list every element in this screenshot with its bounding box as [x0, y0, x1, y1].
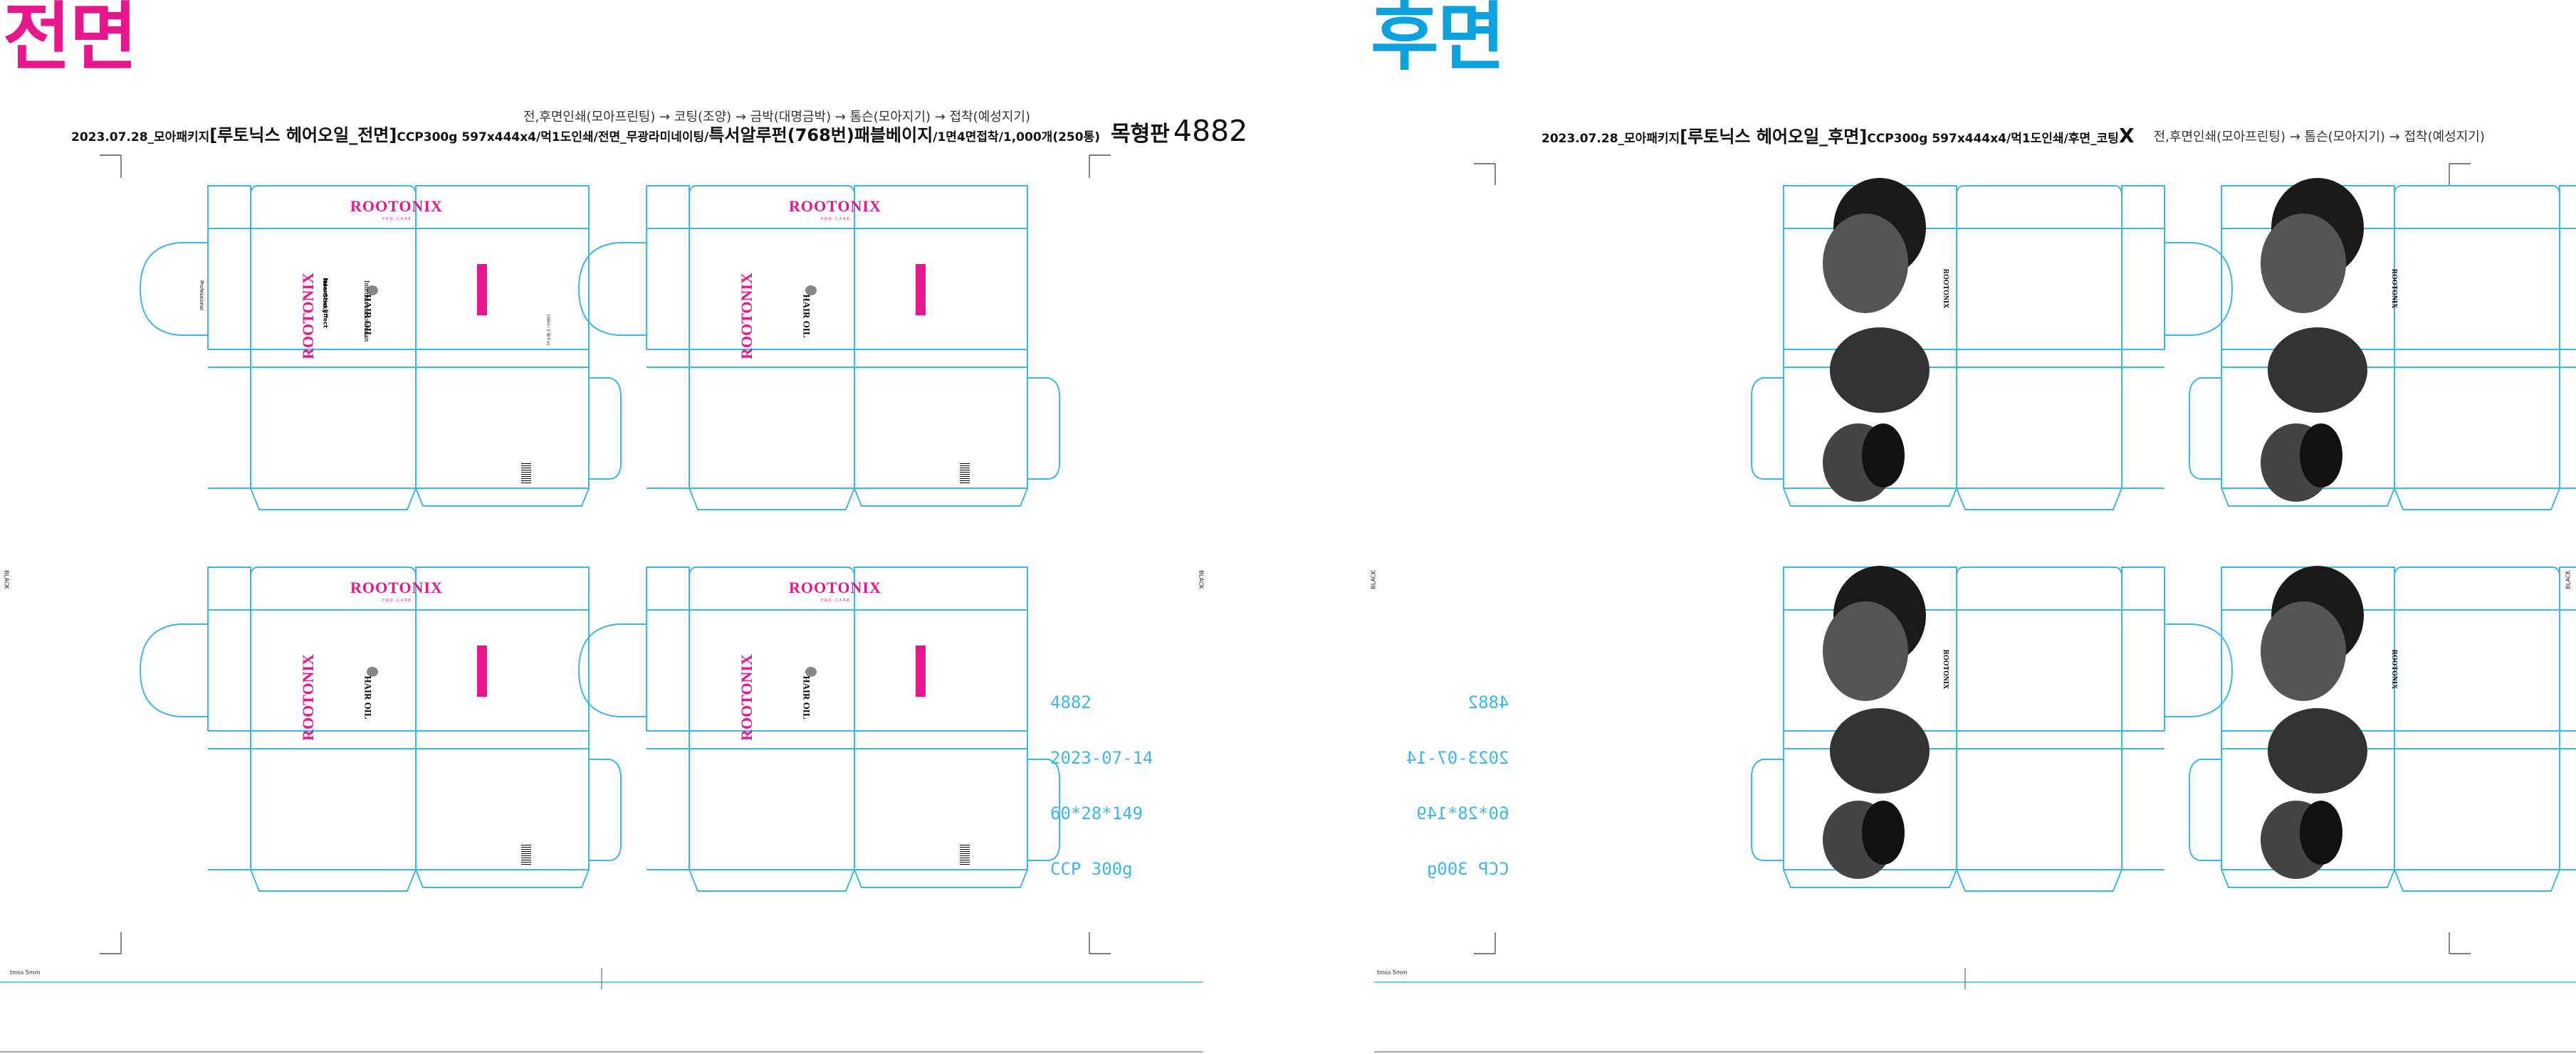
- front-spec-foil: 특서알루펀(768번)패블베이지: [708, 125, 933, 145]
- top-brand-sub: PRO-CARE: [382, 217, 412, 221]
- front-spec-line: 2023.07.28_모아패키지[루토닉스 헤어오일_전면]CCP300g 59…: [71, 114, 1247, 148]
- back-hair-photos: [1823, 178, 2367, 879]
- top-brand-logo: ROOTONIX: [350, 579, 443, 596]
- front-die-spec-date: 2023-07-14: [1050, 748, 1153, 768]
- back-flap-brand-2: ROOTONIX: [2390, 268, 2399, 309]
- vertical-brand-logo: ROOTONIX: [298, 654, 317, 741]
- front-side-title: 전면: [3, 0, 137, 80]
- product-name-line2: HAIR OIL: [801, 675, 812, 720]
- back-spec-paper: CCP300g 597x444x4/먹1도인쇄/후면_코팅: [1867, 132, 2119, 146]
- front-die-spec-size: 60*28*149: [1050, 803, 1143, 823]
- front-die-specs: 4882 2023-07-14 60*28*149 CCP 300g: [1050, 656, 1153, 897]
- front-bottom-label: tmss 5mm: [10, 969, 41, 976]
- back-die-spec-number: 4882: [1467, 692, 1509, 712]
- top-brand-sub: PRO-CARE: [821, 599, 851, 603]
- front-box-2: ROOTONIX PRO-CARE ROOTONIX HAIR OIL: [646, 186, 1027, 527]
- back-crop-marks: [1474, 163, 2471, 954]
- back-die-spec-size: 60*28*149: [1416, 803, 1509, 823]
- front-die-spec-number: 4882: [1050, 692, 1091, 712]
- volume-label: 100ml / 3.38 fl.oz.: [545, 314, 550, 347]
- vertical-brand-logo: ROOTONIX: [298, 273, 317, 359]
- damaged-hair-badge: [916, 645, 926, 697]
- top-brand-logo: ROOTONIX: [789, 197, 881, 215]
- front-spec-product: [루토닉스 헤어오일_전면]: [209, 125, 397, 145]
- leaf-icon: [367, 667, 378, 677]
- front-spec-date: 2023.07.28_모아패키지: [71, 130, 210, 144]
- vertical-brand-logo: ROOTONIX: [737, 273, 755, 359]
- product-name-line2: HAIR OIL: [362, 675, 374, 720]
- front-spec-die-label: 목형판: [1111, 122, 1170, 147]
- vertical-tag-line2: Intensive Effect: [322, 278, 329, 328]
- product-name-line2: HAIR OIL: [801, 294, 812, 338]
- damaged-hair-badge: [477, 264, 487, 315]
- top-brand-sub: PRO-CARE: [382, 599, 412, 603]
- top-brand-logo: ROOTONIX: [789, 579, 881, 596]
- barcode: [521, 463, 531, 483]
- back-bottom-label: tmss 5mm: [1377, 969, 1408, 976]
- front-process-line: 전,후면인쇄(모아프린팅) → 코팅(조양) → 금박(대명금박) → 톰슨(모…: [523, 110, 1030, 125]
- leaf-icon: [367, 285, 378, 295]
- front-box-3: ROOTONIX PRO-CARE ROOTONIX HAIR OIL: [208, 567, 589, 909]
- barcode: [521, 845, 531, 865]
- back-die-spec-paper: CCP 300g: [1426, 859, 1509, 879]
- barcode: [960, 845, 970, 865]
- front-spec-qty: /1면4면접착/1,000개(250통): [933, 130, 1100, 144]
- leaf-icon: [805, 285, 817, 295]
- back-dieline-4: [2189, 566, 2576, 892]
- front-box-1: ROOTONIX PRO-CARE ROOTONIX Non-Sticky In…: [199, 186, 589, 527]
- back-spec-date: 2023.07.28_모아패키지: [1541, 132, 1680, 146]
- back-spec-line: 2023.07.28_모아패키지[루토닉스 헤어오일_후면]CCP300g 59…: [1541, 122, 2485, 147]
- damaged-hair-badge: [477, 645, 487, 697]
- back-die-specs: 4882 2023-07-14 60*28*149 CCP 300g: [1406, 656, 1509, 897]
- front-box-4: ROOTONIX PRO-CARE ROOTONIX HAIR OIL: [646, 567, 1027, 909]
- back-flap-brand-3: ROOTONIX: [1942, 649, 1950, 690]
- damaged-hair-badge: [916, 264, 926, 315]
- front-spec-paper: CCP300g 597x444x4/먹1도인쇄/전면_무광라미네이팅/: [397, 130, 709, 144]
- front-die-spec-paper: CCP 300g: [1050, 859, 1133, 879]
- back-spec-x: X: [2118, 124, 2135, 147]
- back-flap-brand-1: ROOTONIX: [1942, 268, 1950, 309]
- top-brand-sub: PRO-CARE: [821, 217, 851, 221]
- back-die-spec-date: 2023-07-14: [1406, 748, 1509, 768]
- barcode: [960, 463, 970, 483]
- back-spec-product: [루토닉스 헤어오일_후면]: [1680, 127, 1868, 147]
- front-crop-marks: [100, 154, 1111, 954]
- front-spec-die-number: 4882: [1173, 114, 1248, 148]
- back-side-title: 후면: [1371, 0, 1505, 80]
- left-flap-text: Professional: [199, 280, 205, 311]
- back-flap-brand-4: ROOTONIX: [2390, 649, 2399, 690]
- vertical-brand-logo: ROOTONIX: [737, 654, 755, 741]
- back-dieline-2: [2189, 185, 2576, 510]
- product-name-line2: HAIR OIL: [362, 294, 374, 338]
- top-brand-logo: ROOTONIX: [350, 197, 443, 215]
- back-process-line: 전,후면인쇄(모아프린팅) → 톰슨(모아지기) → 접착(예성지기): [2153, 130, 2485, 144]
- leaf-icon: [805, 667, 817, 677]
